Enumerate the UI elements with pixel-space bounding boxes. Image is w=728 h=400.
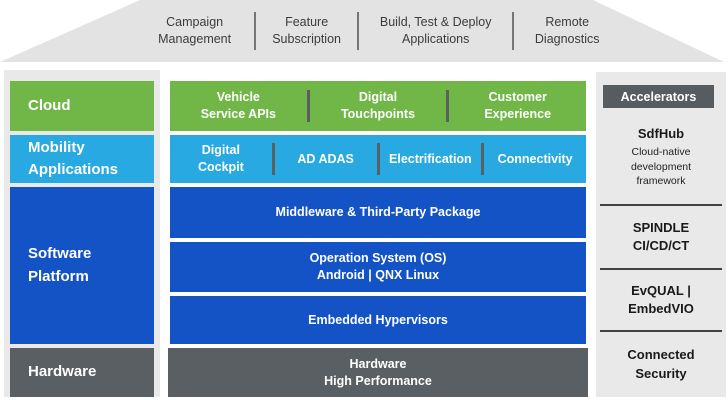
accelerator-evqual-embedvio: EvQUAL | EmbedVIO — [596, 270, 726, 330]
cell-divider — [446, 90, 450, 122]
banner-divider — [356, 12, 359, 50]
accelerator-title: EvQUAL | EmbedVIO — [628, 282, 694, 316]
layer-label-hardware: Hardware — [10, 348, 154, 397]
layers-panel: Cloud Mobility Applications Software Pla… — [4, 70, 160, 397]
cell-divider — [481, 143, 485, 175]
cell-electrification: Electrification — [389, 151, 472, 166]
operating-system-row: Operation System (OS) Android | QNX Linu… — [170, 242, 586, 292]
accelerator-divider — [600, 330, 722, 332]
cell-operation-system: Operation System (OS) Android | QNX Linu… — [309, 251, 447, 282]
accelerator-divider — [600, 268, 722, 270]
cell-hardware-high-performance: Hardware High Performance — [324, 356, 432, 388]
hardware-row: Hardware High Performance — [168, 348, 588, 397]
banner-item-campaign-management: Campaign Management — [158, 15, 232, 46]
layer-label-mobility-applications: Mobility Applications — [10, 135, 154, 183]
banner-item-remote-diagnostics: Remote Diagnostics — [534, 15, 600, 46]
cell-connectivity: Connectivity — [497, 151, 573, 166]
layer-label-cloud: Cloud — [10, 81, 154, 131]
cell-divider — [306, 90, 310, 122]
accelerator-spindle: SPINDLE CI/CD/CT — [596, 206, 726, 268]
banner-item-build-test-deploy: Build, Test & Deploy Applications — [379, 15, 492, 46]
cell-ad-adas: AD ADAS — [297, 151, 354, 166]
accelerator-divider — [600, 204, 722, 206]
mobility-applications-row: Digital Cockpit AD ADAS Electrification … — [170, 135, 586, 183]
cell-digital-touchpoints: Digital Touchpoints — [340, 90, 416, 121]
accelerators-header: Accelerators — [603, 85, 714, 108]
cell-customer-experience: Customer Experience — [484, 90, 552, 121]
cell-digital-cockpit: Digital Cockpit — [197, 143, 244, 174]
capability-banner-content: Campaign Management Feature Subscription… — [135, 0, 620, 62]
accelerator-description: Cloud-native development framework — [630, 146, 692, 188]
cell-divider — [271, 143, 275, 175]
banner-divider — [512, 12, 515, 50]
accelerators-panel: Accelerators SdfHub Cloud-native develop… — [596, 72, 726, 397]
accelerator-title: Connected Security — [627, 347, 695, 381]
cloud-services-row: Vehicle Service APIs Digital Touchpoints… — [170, 81, 586, 131]
accelerator-title: SPINDLE CI/CD/CT — [632, 219, 690, 253]
hypervisors-row: Embedded Hypervisors — [170, 296, 586, 344]
accelerator-connected-security: Connected Security — [596, 332, 726, 397]
capability-banner — [0, 0, 724, 62]
accelerator-title: SdfHub — [637, 125, 685, 141]
cell-middleware-third-party: Middleware & Third-Party Package — [275, 205, 481, 220]
cell-vehicle-service-apis: Vehicle Service APIs — [200, 90, 276, 121]
banner-divider — [254, 12, 257, 50]
accelerator-sdfhub: SdfHub Cloud-native development framewor… — [596, 110, 726, 204]
platform-stack: Vehicle Service APIs Digital Touchpoints… — [168, 81, 588, 397]
banner-item-feature-subscription: Feature Subscription — [272, 15, 341, 46]
cell-embedded-hypervisors: Embedded Hypervisors — [308, 312, 448, 327]
layer-label-software-platform: Software Platform — [10, 187, 154, 344]
cell-divider — [376, 143, 380, 175]
middleware-row: Middleware & Third-Party Package — [170, 187, 586, 238]
